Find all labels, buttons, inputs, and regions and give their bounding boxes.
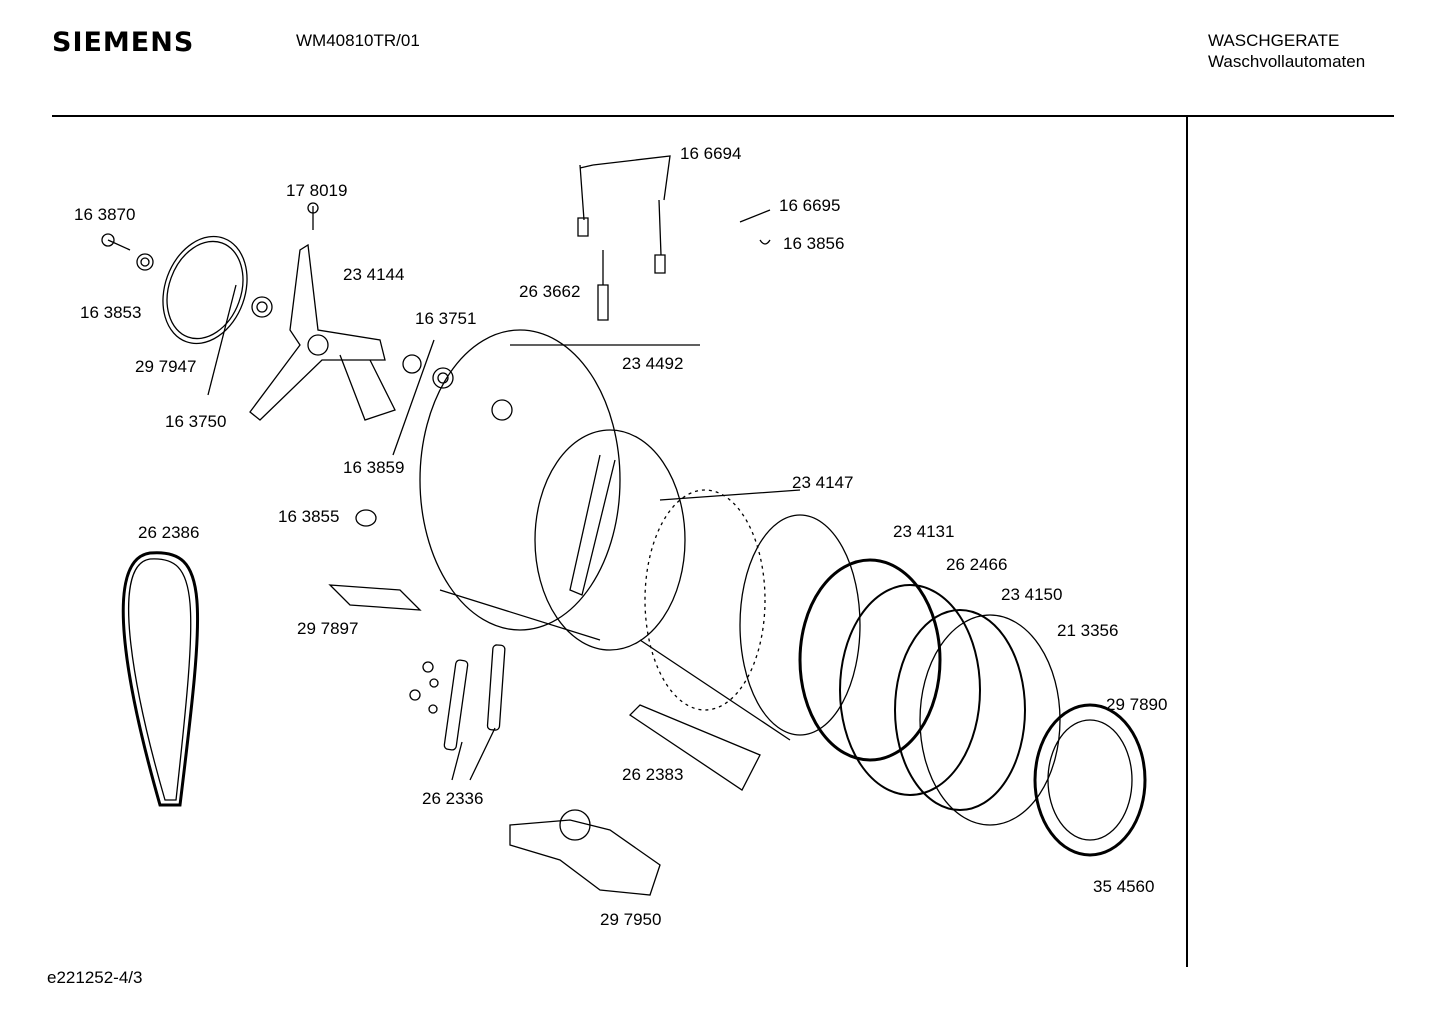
model-number: WM40810TR/01	[296, 31, 420, 50]
shock-absorber	[443, 659, 469, 751]
side-divider	[1186, 117, 1188, 967]
part-label: 23 4492	[622, 354, 684, 373]
drum-paddle	[628, 704, 761, 791]
drawing-code: e221252-4/3	[47, 968, 143, 987]
part-label: 23 4131	[893, 522, 955, 541]
part-label: 26 2466	[946, 555, 1008, 574]
part-label: 21 3356	[1057, 621, 1119, 640]
part-label: 16 3870	[74, 205, 136, 224]
drum	[739, 514, 861, 736]
leader-lines	[207, 155, 671, 781]
part-label: 29 7890	[1106, 695, 1168, 714]
tub	[419, 329, 621, 631]
door-seal	[1033, 703, 1147, 857]
pulley	[162, 235, 248, 345]
part-label: 26 2383	[622, 765, 684, 784]
part-label: 23 4150	[1001, 585, 1063, 604]
category: WASCHGERATE	[1208, 31, 1340, 50]
part-label: 16 6695	[779, 196, 841, 215]
part-label: 26 2386	[138, 523, 200, 542]
part-label: 16 3859	[343, 458, 405, 477]
tub-gasket-ring	[798, 558, 942, 762]
motor	[509, 819, 661, 896]
subcategory: Waschvollautomaten	[1208, 52, 1366, 71]
part-label: 16 3855	[278, 507, 340, 526]
part-label: 16 6694	[680, 144, 742, 163]
drum-cross	[249, 243, 386, 421]
part-label: 23 4147	[792, 473, 854, 492]
part-label: 16 3751	[415, 309, 477, 328]
part-label: 26 3662	[519, 282, 581, 301]
category-block: WASCHGERATE Waschvollautomaten	[1208, 30, 1365, 72]
clamp-ring	[839, 584, 981, 796]
part-label: 29 7897	[297, 619, 359, 638]
part-label: 29 7950	[600, 910, 662, 929]
drive-belt	[121, 551, 200, 807]
part-label: 17 8019	[286, 181, 348, 200]
heater	[328, 584, 422, 611]
part-label: 29 7947	[135, 357, 197, 376]
part-label: 23 4144	[343, 265, 405, 284]
part-label: 26 2336	[422, 789, 484, 808]
part-label: 16 3853	[80, 303, 142, 322]
siemens-logo: SIEMENS	[52, 27, 195, 58]
part-label: 35 4560	[1093, 877, 1155, 896]
header-divider	[52, 115, 1394, 117]
part-label: 16 3856	[783, 234, 845, 253]
part-label: 16 3750	[165, 412, 227, 431]
